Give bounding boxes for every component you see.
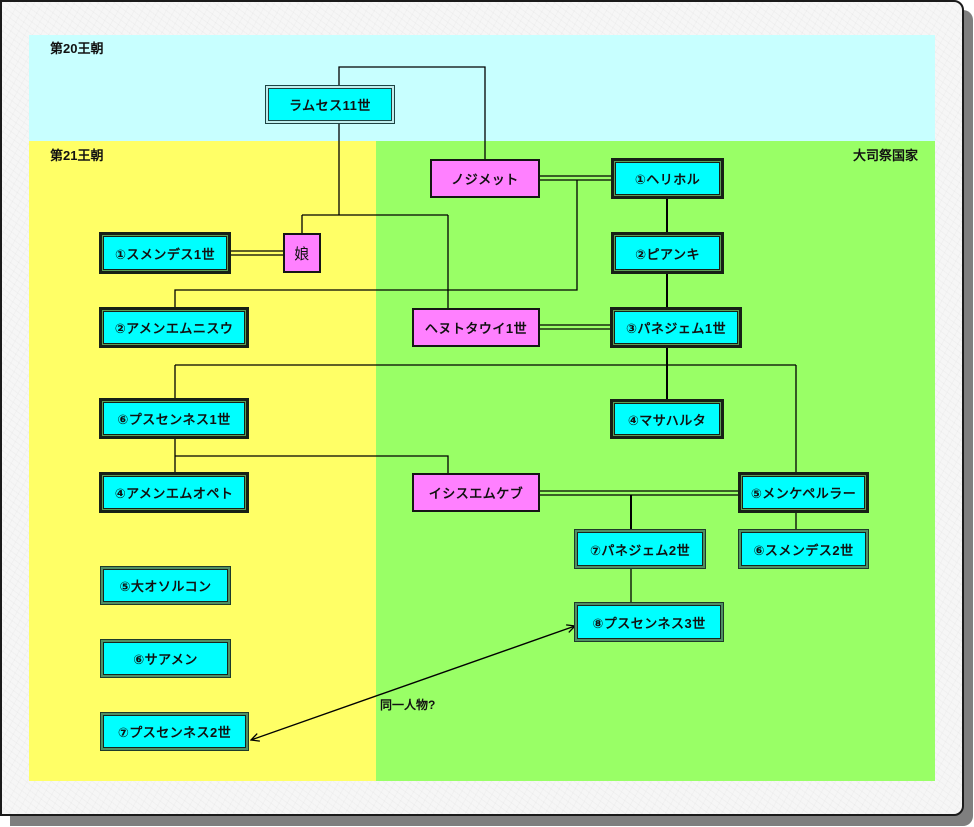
person-box-smendes-2: ⑥スメンデス2世 (738, 529, 869, 569)
person-box-daughter: 娘 (283, 233, 321, 273)
person-box-henuttawy-1: ヘヌトタウイ1世 (412, 308, 540, 347)
person-box-amenemnisu: ②アメンエムニスウ (99, 307, 249, 348)
person-box-isetemkheb: イシスエムケブ (412, 473, 540, 512)
person-box-psusennes-2: ⑦プスセンネス2世 (100, 712, 249, 751)
person-box-pinedjem-2: ⑦パネジェム2世 (574, 529, 706, 569)
dynasty-21-label: 第21王朝 (50, 148, 104, 163)
person-box-osorkon-elder: ⑤大オソルコン (100, 566, 231, 605)
person-box-amenemope: ④アメンエムオペト (99, 472, 249, 513)
person-box-psusennes-3: ⑧プスセンネス3世 (574, 602, 724, 642)
person-box-menkheperre: ⑤メンケペルラー (738, 472, 869, 513)
person-box-pinedjem-1: ③パネジェム1世 (610, 307, 742, 348)
person-box-nodjmet: ノジメット (430, 159, 540, 198)
person-box-smendes-1: ①スメンデス1世 (99, 232, 231, 274)
same-person-annotation: 同一人物? (380, 698, 436, 712)
person-box-psusennes-1: ⑥プスセンネス1世 (99, 398, 249, 439)
high-priest-state-label: 大司祭国家 (853, 148, 919, 163)
person-box-masaharta: ④マサハルタ (610, 399, 724, 439)
person-box-ramesses-11: ラムセス11世 (265, 85, 395, 124)
person-box-piankh: ②ピアンキ (611, 232, 724, 274)
dynasty-20-label: 第20王朝 (50, 41, 104, 56)
person-box-siamun: ⑥サアメン (100, 639, 231, 678)
person-box-herihor: ①ヘリホル (611, 158, 724, 199)
dynasty-20-region (29, 35, 935, 141)
